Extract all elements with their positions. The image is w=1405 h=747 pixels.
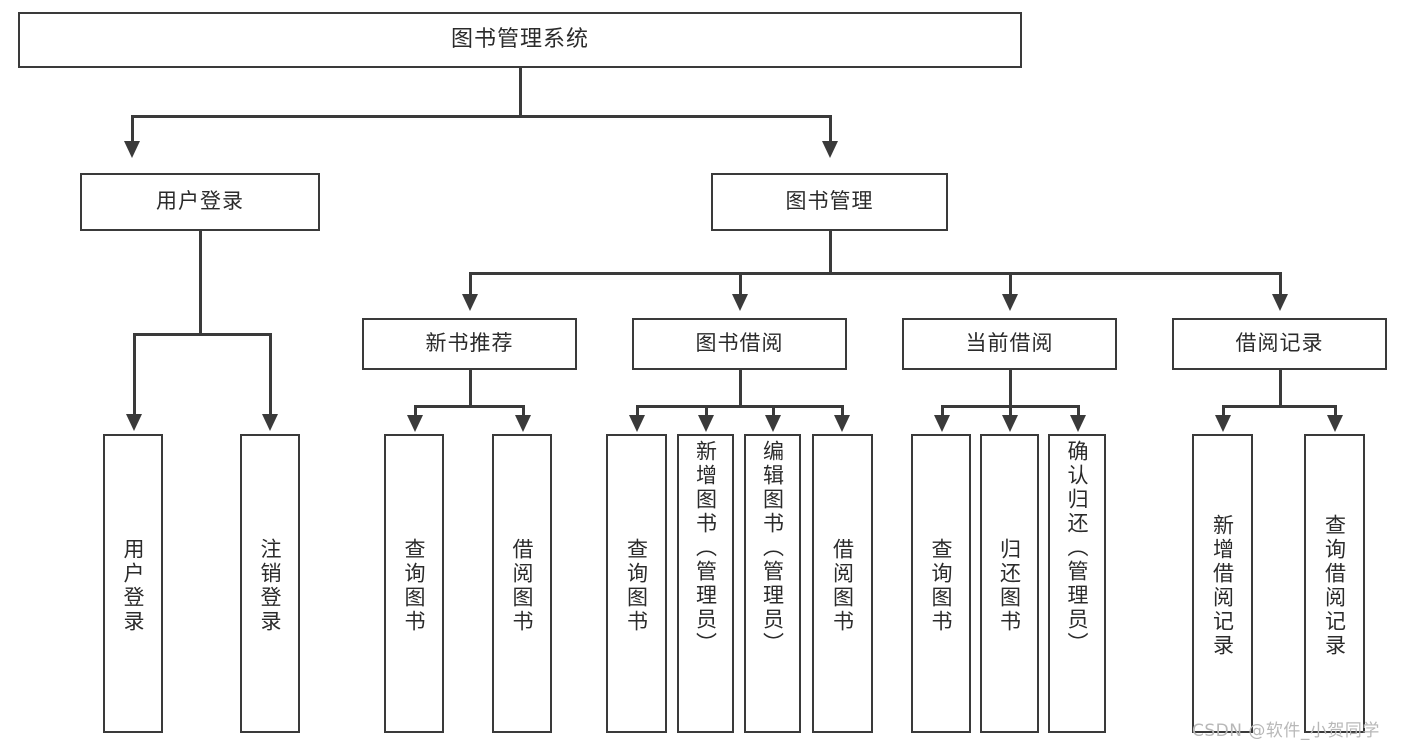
connector-new-book-stem (469, 370, 472, 407)
arrowhead-leaf-confirm-return (1070, 415, 1086, 432)
connector-book-borrow-split-bar (636, 405, 843, 408)
leaf-user-login[interactable]: 用户登录 (103, 434, 163, 733)
arrowhead-leaf-borrow-book-1 (515, 415, 531, 432)
connector-borrow-record-leaf2-drop (1334, 405, 1337, 417)
node-root-system[interactable]: 图书管理系统 (18, 12, 1022, 68)
arrowhead-to-new-book (462, 294, 478, 311)
arrowhead-leaf-user-login (126, 414, 142, 431)
arrowhead-leaf-query-book-3 (934, 415, 950, 432)
arrowhead-leaf-logout (262, 414, 278, 431)
connector-current-borrow-stem (1009, 370, 1012, 407)
connector-book-borrow-leaf4-drop (841, 405, 844, 417)
arrowhead-leaf-query-book-2 (629, 415, 645, 432)
leaf-query-book-new[interactable]: 查询图书 (384, 434, 444, 733)
leaf-add-book-admin[interactable]: 新增图书（管理员） (677, 434, 734, 733)
leaf-return-book[interactable]: 归还图书 (980, 434, 1039, 733)
connector-root-split-bar (131, 115, 831, 118)
connector-root-to-book-mgmt (829, 115, 832, 143)
connector-to-current-borrow (1009, 272, 1012, 296)
arrowhead-leaf-return-book (1002, 415, 1018, 432)
connector-borrow-record-stem (1279, 370, 1282, 407)
node-borrow-record[interactable]: 借阅记录 (1172, 318, 1387, 370)
connector-new-book-leaf2-drop (522, 405, 525, 417)
connector-book-borrow-stem (739, 370, 742, 407)
connector-new-book-leaf1-drop (414, 405, 417, 417)
arrowhead-leaf-query-record (1327, 415, 1343, 432)
connector-current-borrow-leaf3-drop (1077, 405, 1080, 417)
connector-book-borrow-leaf3-drop (772, 405, 775, 417)
node-new-book-recommend[interactable]: 新书推荐 (362, 318, 577, 370)
node-book-management[interactable]: 图书管理 (711, 173, 948, 231)
connector-new-book-split-bar (414, 405, 525, 408)
connector-root-to-user-login (131, 115, 134, 143)
leaf-edit-book-admin[interactable]: 编辑图书（管理员） (744, 434, 801, 733)
arrowhead-root-to-book-mgmt (822, 141, 838, 158)
connector-borrow-record-leaf1-drop (1222, 405, 1225, 417)
arrowhead-leaf-borrow-book-2 (834, 415, 850, 432)
leaf-query-book-borrow[interactable]: 查询图书 (606, 434, 667, 733)
leaf-confirm-return-admin[interactable]: 确认归还（管理员） (1048, 434, 1106, 733)
arrowhead-leaf-add-book (698, 415, 714, 432)
csdn-watermark: CSDN @软件_小贺同学 (1192, 721, 1380, 741)
connector-to-book-borrow (739, 272, 742, 296)
node-book-borrow[interactable]: 图书借阅 (632, 318, 847, 370)
leaf-add-borrow-record[interactable]: 新增借阅记录 (1192, 434, 1253, 733)
connector-user-login-stem (199, 231, 202, 335)
connector-borrow-record-split-bar (1222, 405, 1337, 408)
leaf-borrow-book-borrow[interactable]: 借阅图书 (812, 434, 873, 733)
connector-book-mgmt-split-bar (469, 272, 1281, 275)
leaf-logout[interactable]: 注销登录 (240, 434, 300, 733)
arrowhead-to-current-borrow (1002, 294, 1018, 311)
arrowhead-leaf-edit-book (765, 415, 781, 432)
connector-to-borrow-record (1279, 272, 1282, 296)
connector-root-stem (519, 68, 522, 116)
arrowhead-leaf-add-record (1215, 415, 1231, 432)
connector-user-login-right-drop (269, 333, 272, 416)
arrowhead-root-to-user-login (124, 141, 140, 158)
arrowhead-to-borrow-record (1272, 294, 1288, 311)
connector-book-borrow-leaf2-drop (705, 405, 708, 417)
connector-current-borrow-leaf2-drop (1009, 405, 1012, 417)
connector-user-login-left-drop (133, 333, 136, 416)
arrowhead-to-book-borrow (732, 294, 748, 311)
connector-book-mgmt-stem (829, 231, 832, 274)
connector-book-borrow-leaf1-drop (636, 405, 639, 417)
connector-user-login-split-bar (133, 333, 271, 336)
arrowhead-leaf-query-book-1 (407, 415, 423, 432)
connector-current-borrow-leaf1-drop (941, 405, 944, 417)
connector-to-new-book (469, 272, 472, 296)
leaf-query-book-current[interactable]: 查询图书 (911, 434, 971, 733)
node-current-borrow[interactable]: 当前借阅 (902, 318, 1117, 370)
leaf-query-borrow-record[interactable]: 查询借阅记录 (1304, 434, 1365, 733)
leaf-borrow-book-new[interactable]: 借阅图书 (492, 434, 552, 733)
node-user-login[interactable]: 用户登录 (80, 173, 320, 231)
